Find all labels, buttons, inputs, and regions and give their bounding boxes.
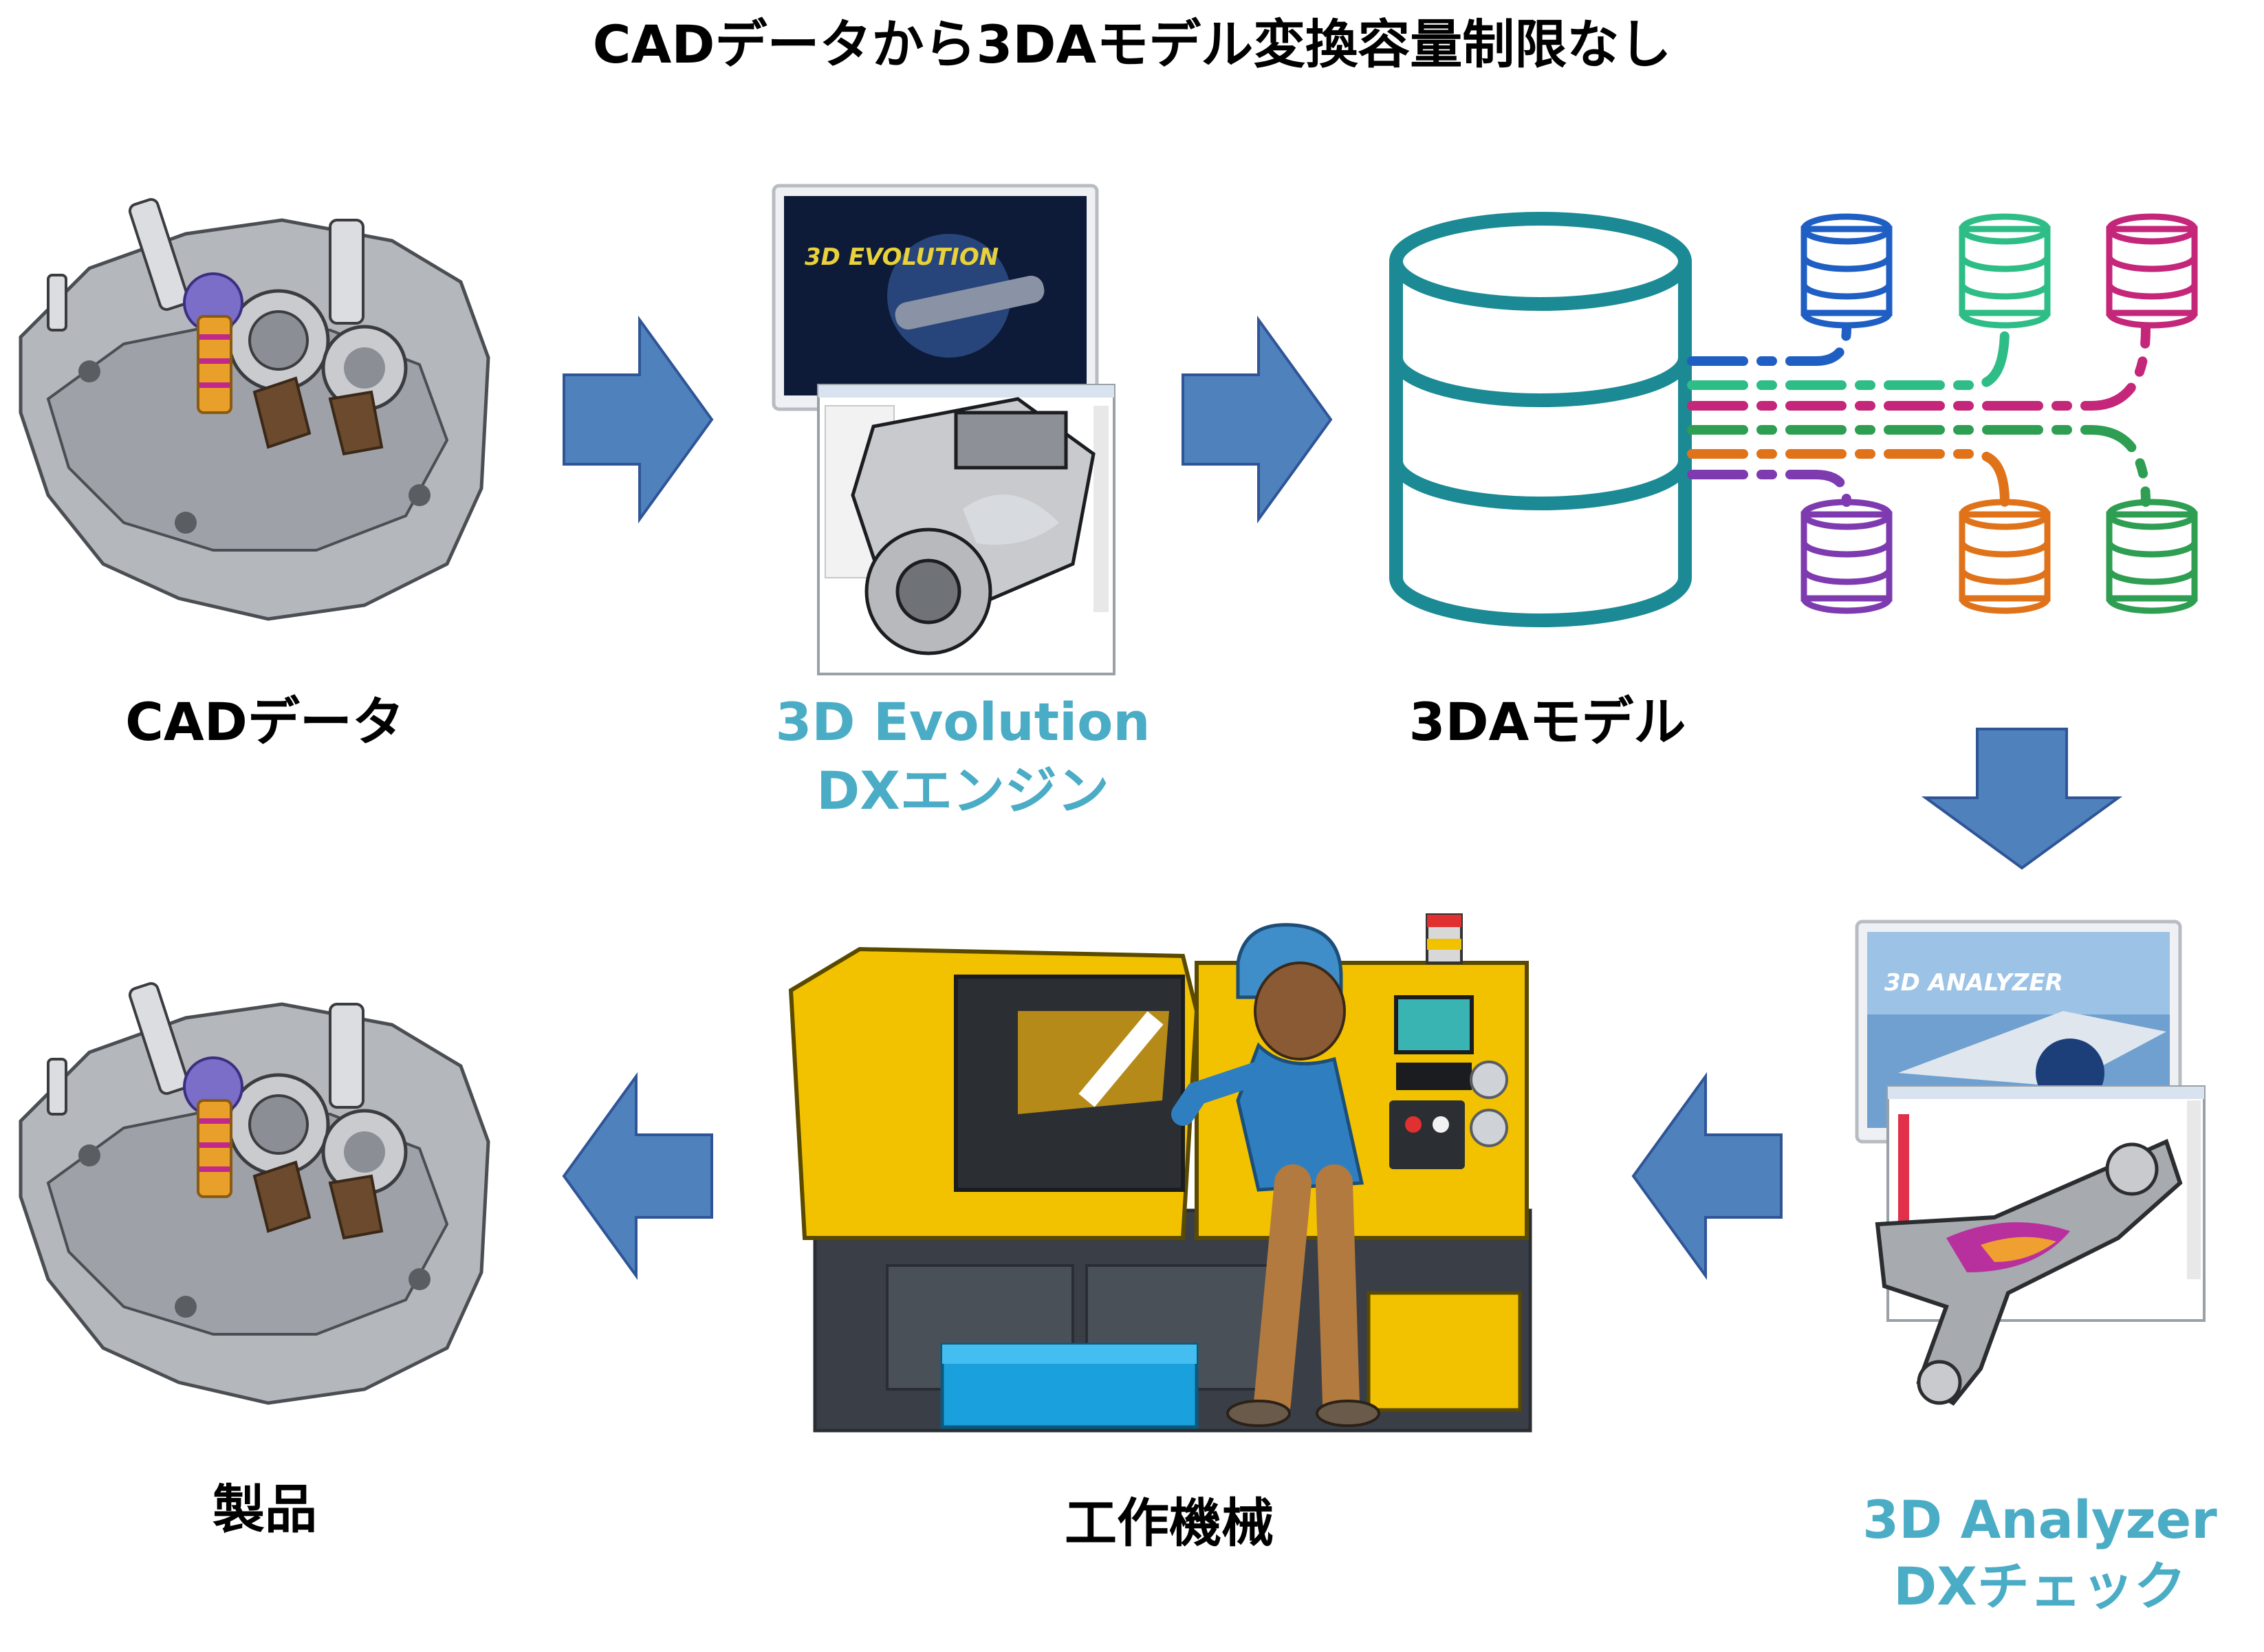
mini-database-green (1962, 217, 2047, 325)
arrow-right-1 (563, 315, 714, 524)
analyzer-banner-text: 3D ANALYZER (1884, 969, 2063, 997)
arrow-left-2 (562, 1072, 713, 1281)
mini-database-blue (1804, 217, 1889, 325)
analyzer-label-line2: DXチェック (1893, 1556, 2186, 1617)
arrow-down (1921, 728, 2123, 870)
main-database-icon (1389, 212, 1692, 627)
evolution-label-line1: 3D Evolution (775, 691, 1151, 752)
arrow-right-2 (1182, 315, 1333, 524)
product-gearbox-image (21, 981, 488, 1403)
model-3da-label: 3DAモデル (1408, 691, 1686, 752)
database-connectors (1687, 324, 2151, 507)
product-label: 製品 (213, 1479, 317, 1540)
mini-database-orange (1962, 502, 2047, 611)
evolution-banner-text: 3D EVOLUTION (805, 243, 999, 271)
page-title: CADデータから3DAモデル変換容量制限なし (592, 14, 1672, 75)
cad-data-label: CADデータ (125, 691, 404, 752)
cad-gearbox-image (21, 197, 488, 619)
mini-database-purple (1804, 502, 1889, 611)
evolution-screenshot (772, 184, 1115, 675)
machine-tool-label: 工作機械 (1065, 1492, 1274, 1554)
analyzer-label-line1: 3D Analyzer (1862, 1489, 2217, 1550)
worker-figure (1171, 923, 1380, 1427)
mini-database-darkgreen (2109, 502, 2195, 611)
evolution-label-line2: DXエンジン (816, 760, 1109, 821)
machine-tool-illustration (788, 913, 1532, 1433)
analyzer-screenshot (1855, 920, 2206, 1406)
mini-database-magenta (2109, 217, 2195, 325)
arrow-left-1 (1631, 1072, 1783, 1281)
